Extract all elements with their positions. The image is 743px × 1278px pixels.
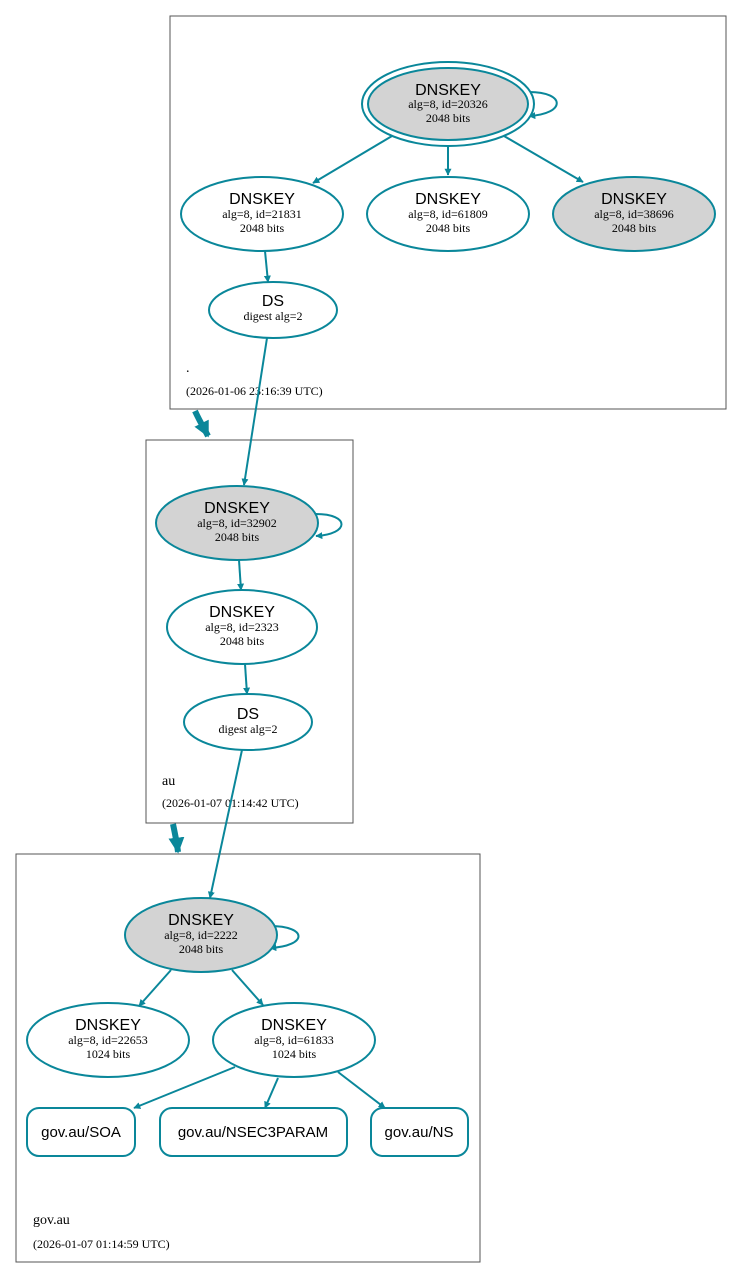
node-gov-zsk1-title: DNSKEY bbox=[75, 1017, 141, 1034]
node-root-ksk-shape bbox=[367, 67, 529, 141]
delegation-arrow-au-gov bbox=[168, 823, 185, 854]
node-gov-zsk2-bits: 1024 bits bbox=[272, 1047, 317, 1061]
rrset-nsec3param-label: gov.au/NSEC3PARAM bbox=[178, 1124, 328, 1141]
node-root-ksk2-title: DNSKEY bbox=[601, 191, 667, 208]
node-gov-zsk1-bits: 1024 bits bbox=[86, 1047, 131, 1061]
node-root-zsk2-shape bbox=[366, 176, 530, 252]
edge-gov-ksk-zsk2 bbox=[231, 969, 264, 1006]
node-au-ksk: DNSKEY alg=8, id=32902 2048 bits bbox=[155, 485, 319, 561]
node-root-ds-shape bbox=[208, 281, 338, 339]
node-gov-zsk1-shape bbox=[26, 1002, 190, 1078]
rrset-soa-box bbox=[26, 1107, 136, 1157]
edge-au-ksk-self bbox=[315, 513, 343, 540]
node-au-ds-shape bbox=[183, 693, 313, 751]
node-root-ds-digest: digest alg=2 bbox=[243, 309, 302, 323]
edge-au-zsk-ds bbox=[243, 663, 251, 695]
edge-root-ksk-self bbox=[528, 91, 558, 120]
node-gov-ksk: DNSKEY alg=8, id=2222 2048 bits bbox=[124, 897, 278, 973]
edge-root-zsk1-ds bbox=[263, 250, 271, 283]
node-root-ds: DS digest alg=2 bbox=[208, 281, 338, 339]
node-gov-zsk2-shape bbox=[212, 1002, 376, 1078]
node-au-ksk-alg: alg=8, id=32902 bbox=[197, 516, 277, 530]
rrset-soa: gov.au/SOA bbox=[26, 1107, 136, 1157]
node-au-ds-digest: digest alg=2 bbox=[218, 722, 277, 736]
node-root-zsk2-alg: alg=8, id=61809 bbox=[408, 207, 488, 221]
edge-root-ds-au-ksk bbox=[241, 337, 268, 486]
node-gov-zsk1-alg: alg=8, id=22653 bbox=[68, 1033, 148, 1047]
rrset-nsec3param: gov.au/NSEC3PARAM bbox=[159, 1107, 348, 1157]
node-root-zsk1: DNSKEY alg=8, id=21831 2048 bits bbox=[180, 176, 344, 252]
zone-root-box bbox=[169, 15, 727, 410]
edge-gov-ksk-zsk1 bbox=[138, 969, 172, 1007]
node-au-ksk-shape bbox=[155, 485, 319, 561]
edge-root-ksk-zsk1 bbox=[312, 135, 393, 184]
node-root-ksk-bits: 2048 bits bbox=[426, 111, 471, 125]
node-root-ksk-title: DNSKEY bbox=[415, 82, 481, 99]
zone-gov-au-box bbox=[15, 853, 481, 1263]
node-root-ksk-alg: alg=8, id=20326 bbox=[408, 97, 488, 111]
zone-root-timestamp: (2026-01-06 23:16:39 UTC) bbox=[186, 384, 323, 398]
node-au-ds: DS digest alg=2 bbox=[183, 693, 313, 751]
node-gov-ksk-shape bbox=[124, 897, 278, 973]
node-root-ksk2-alg: alg=8, id=38696 bbox=[594, 207, 674, 221]
rrset-ns-label: gov.au/NS bbox=[385, 1124, 454, 1141]
edges bbox=[133, 91, 584, 1109]
node-root-zsk1-title: DNSKEY bbox=[229, 191, 295, 208]
node-gov-ksk-bits: 2048 bits bbox=[179, 942, 224, 956]
delegation-arrow-root-au bbox=[192, 409, 211, 438]
node-gov-zsk2-alg: alg=8, id=61833 bbox=[254, 1033, 334, 1047]
edge-gov-zsk2-nsec3param bbox=[264, 1077, 279, 1109]
rrset-soa-label: gov.au/SOA bbox=[41, 1124, 121, 1141]
edge-gov-ksk-self bbox=[269, 925, 300, 952]
node-root-zsk1-bits: 2048 bits bbox=[240, 221, 285, 235]
node-root-ds-title: DS bbox=[262, 293, 284, 310]
node-au-ksk-bits: 2048 bits bbox=[215, 530, 260, 544]
edge-au-ksk-zsk bbox=[237, 559, 245, 591]
node-root-zsk1-shape bbox=[180, 176, 344, 252]
edge-gov-zsk2-soa bbox=[133, 1066, 236, 1109]
edge-root-ksk-ksk2 bbox=[503, 135, 584, 183]
node-au-ds-title: DS bbox=[237, 706, 259, 723]
node-gov-ksk-alg: alg=8, id=2222 bbox=[164, 928, 238, 942]
edge-au-ds-gov-ksk bbox=[207, 749, 243, 899]
node-au-zsk: DNSKEY alg=8, id=2323 2048 bits bbox=[166, 589, 318, 665]
node-root-ksk2-shape bbox=[552, 176, 716, 252]
node-root-ksk2-bits: 2048 bits bbox=[612, 221, 657, 235]
zone-au-box bbox=[145, 439, 354, 824]
rrset-ns: gov.au/NS bbox=[370, 1107, 469, 1157]
node-gov-zsk1: DNSKEY alg=8, id=22653 1024 bits bbox=[26, 1002, 190, 1078]
node-gov-ksk-title: DNSKEY bbox=[168, 912, 234, 929]
zone-gov-au-name: gov.au bbox=[33, 1213, 70, 1228]
node-au-zsk-bits: 2048 bits bbox=[220, 634, 265, 648]
node-root-ksk2: DNSKEY alg=8, id=38696 2048 bits bbox=[552, 176, 716, 252]
zone-au-name: au bbox=[162, 774, 175, 789]
node-au-zsk-title: DNSKEY bbox=[209, 604, 275, 621]
zone-gov-au: gov.au (2026-01-07 01:14:59 UTC) bbox=[15, 853, 481, 1263]
zone-root-name: . bbox=[186, 361, 190, 376]
zone-gov-au-timestamp: (2026-01-07 01:14:59 UTC) bbox=[33, 1237, 170, 1251]
edge-gov-zsk2-ns bbox=[337, 1071, 386, 1109]
node-root-zsk2-bits: 2048 bits bbox=[426, 221, 471, 235]
zone-root: . (2026-01-06 23:16:39 UTC) bbox=[169, 15, 727, 410]
node-root-zsk1-alg: alg=8, id=21831 bbox=[222, 207, 302, 221]
node-au-zsk-alg: alg=8, id=2323 bbox=[205, 620, 279, 634]
rrset-ns-box bbox=[370, 1107, 469, 1157]
node-root-ksk: DNSKEY alg=8, id=20326 2048 bits bbox=[361, 61, 535, 147]
node-gov-zsk2-title: DNSKEY bbox=[261, 1017, 327, 1034]
rrset-nsec3param-box bbox=[159, 1107, 348, 1157]
node-gov-zsk2: DNSKEY alg=8, id=61833 1024 bits bbox=[212, 1002, 376, 1078]
node-au-ksk-title: DNSKEY bbox=[204, 500, 270, 517]
node-au-zsk-shape bbox=[166, 589, 318, 665]
node-root-zsk2: DNSKEY alg=8, id=61809 2048 bits bbox=[366, 176, 530, 252]
node-root-zsk2-title: DNSKEY bbox=[415, 191, 481, 208]
